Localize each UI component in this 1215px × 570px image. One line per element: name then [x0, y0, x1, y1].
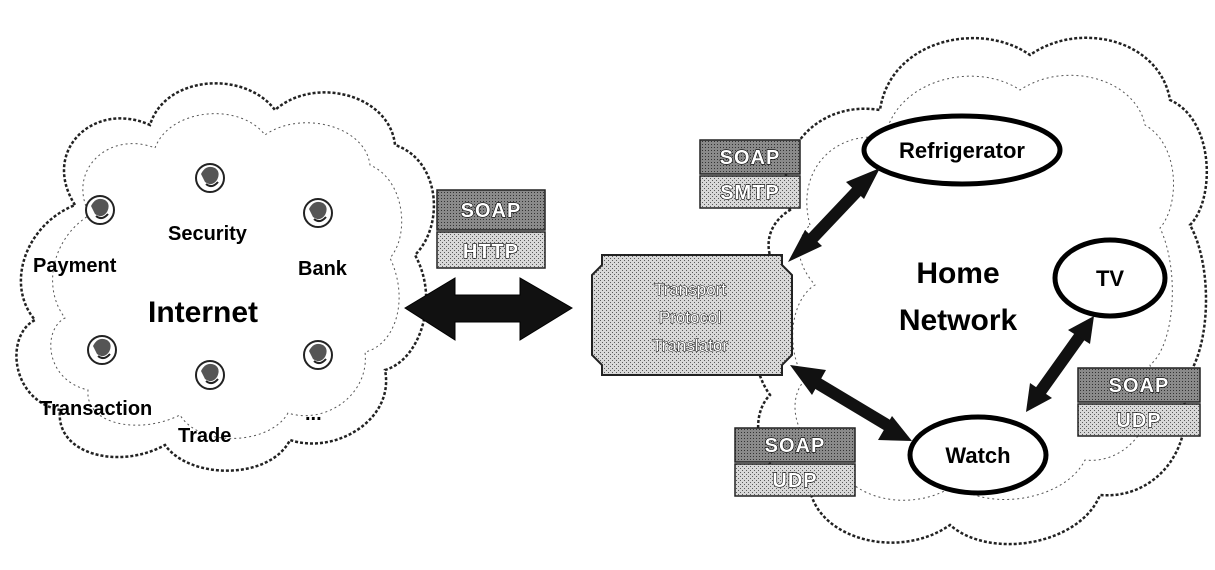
service-label-bank: Bank: [298, 258, 348, 280]
transport-protocol-translator: Transport Protocol Translator: [591, 254, 793, 376]
refrigerator-soap-label: SOAP: [720, 147, 781, 169]
refrigerator-soap-box: [699, 139, 801, 175]
service-label-more: ...: [305, 403, 322, 425]
refrigerator-smtp-label: SMTP: [720, 182, 780, 204]
bank-icon: [303, 198, 333, 228]
tv-watch-arrow: [1026, 316, 1094, 412]
service-label-security: Security: [168, 223, 248, 245]
internet-soap-label: SOAP: [461, 200, 522, 222]
translator-line-1: Transport: [654, 280, 726, 299]
trade-icon: [195, 360, 225, 390]
refrigerator-node: [861, 113, 1063, 187]
watch-soap-box: [734, 427, 856, 463]
tv-node: [1052, 237, 1168, 319]
more-services-icon: [303, 340, 333, 370]
tv-udp-box: [1077, 403, 1201, 437]
tv-protocol-stack: SOAP UDP: [1077, 367, 1201, 437]
internet-translator-arrow: [404, 277, 573, 341]
watch-soap-label: SOAP: [765, 435, 826, 457]
translator-refrigerator-arrow: [788, 168, 880, 262]
refrigerator-protocol-stack: SOAP SMTP: [699, 139, 801, 209]
refrigerator-smtp-box: [699, 175, 801, 209]
watch-label: Watch: [945, 443, 1010, 468]
internet-title: Internet: [148, 296, 258, 329]
service-label-payment: Payment: [33, 255, 117, 277]
translator-box: [591, 254, 793, 376]
translator-watch-arrow: [790, 365, 912, 441]
internet-soap-box: [436, 189, 546, 231]
tv-udp-label: UDP: [1116, 410, 1161, 432]
service-label-transaction: Transaction: [40, 398, 152, 420]
tv-soap-label: SOAP: [1109, 375, 1170, 397]
watch-udp-box: [734, 463, 856, 497]
home-network-title-line2: Network: [899, 304, 1018, 337]
payment-icon: [85, 195, 115, 225]
internet-protocol-stack: SOAP HTTP: [436, 189, 546, 269]
refrigerator-label: Refrigerator: [899, 138, 1025, 163]
translator-line-2: Protocol: [659, 308, 721, 327]
home-network-title-line1: Home: [916, 257, 999, 290]
watch-udp-label: UDP: [772, 470, 817, 492]
security-icon: [195, 163, 225, 193]
internet-cloud: [15, 82, 436, 472]
internet-http-label: HTTP: [463, 241, 519, 263]
watch-protocol-stack: SOAP UDP: [734, 427, 856, 497]
transaction-icon: [87, 335, 117, 365]
translator-line-3: Translator: [652, 336, 728, 355]
service-label-trade: Trade: [178, 425, 231, 447]
internet-http-box: [436, 231, 546, 269]
tv-soap-box: [1077, 367, 1201, 403]
tv-label: TV: [1096, 266, 1124, 291]
watch-node: [907, 414, 1049, 496]
